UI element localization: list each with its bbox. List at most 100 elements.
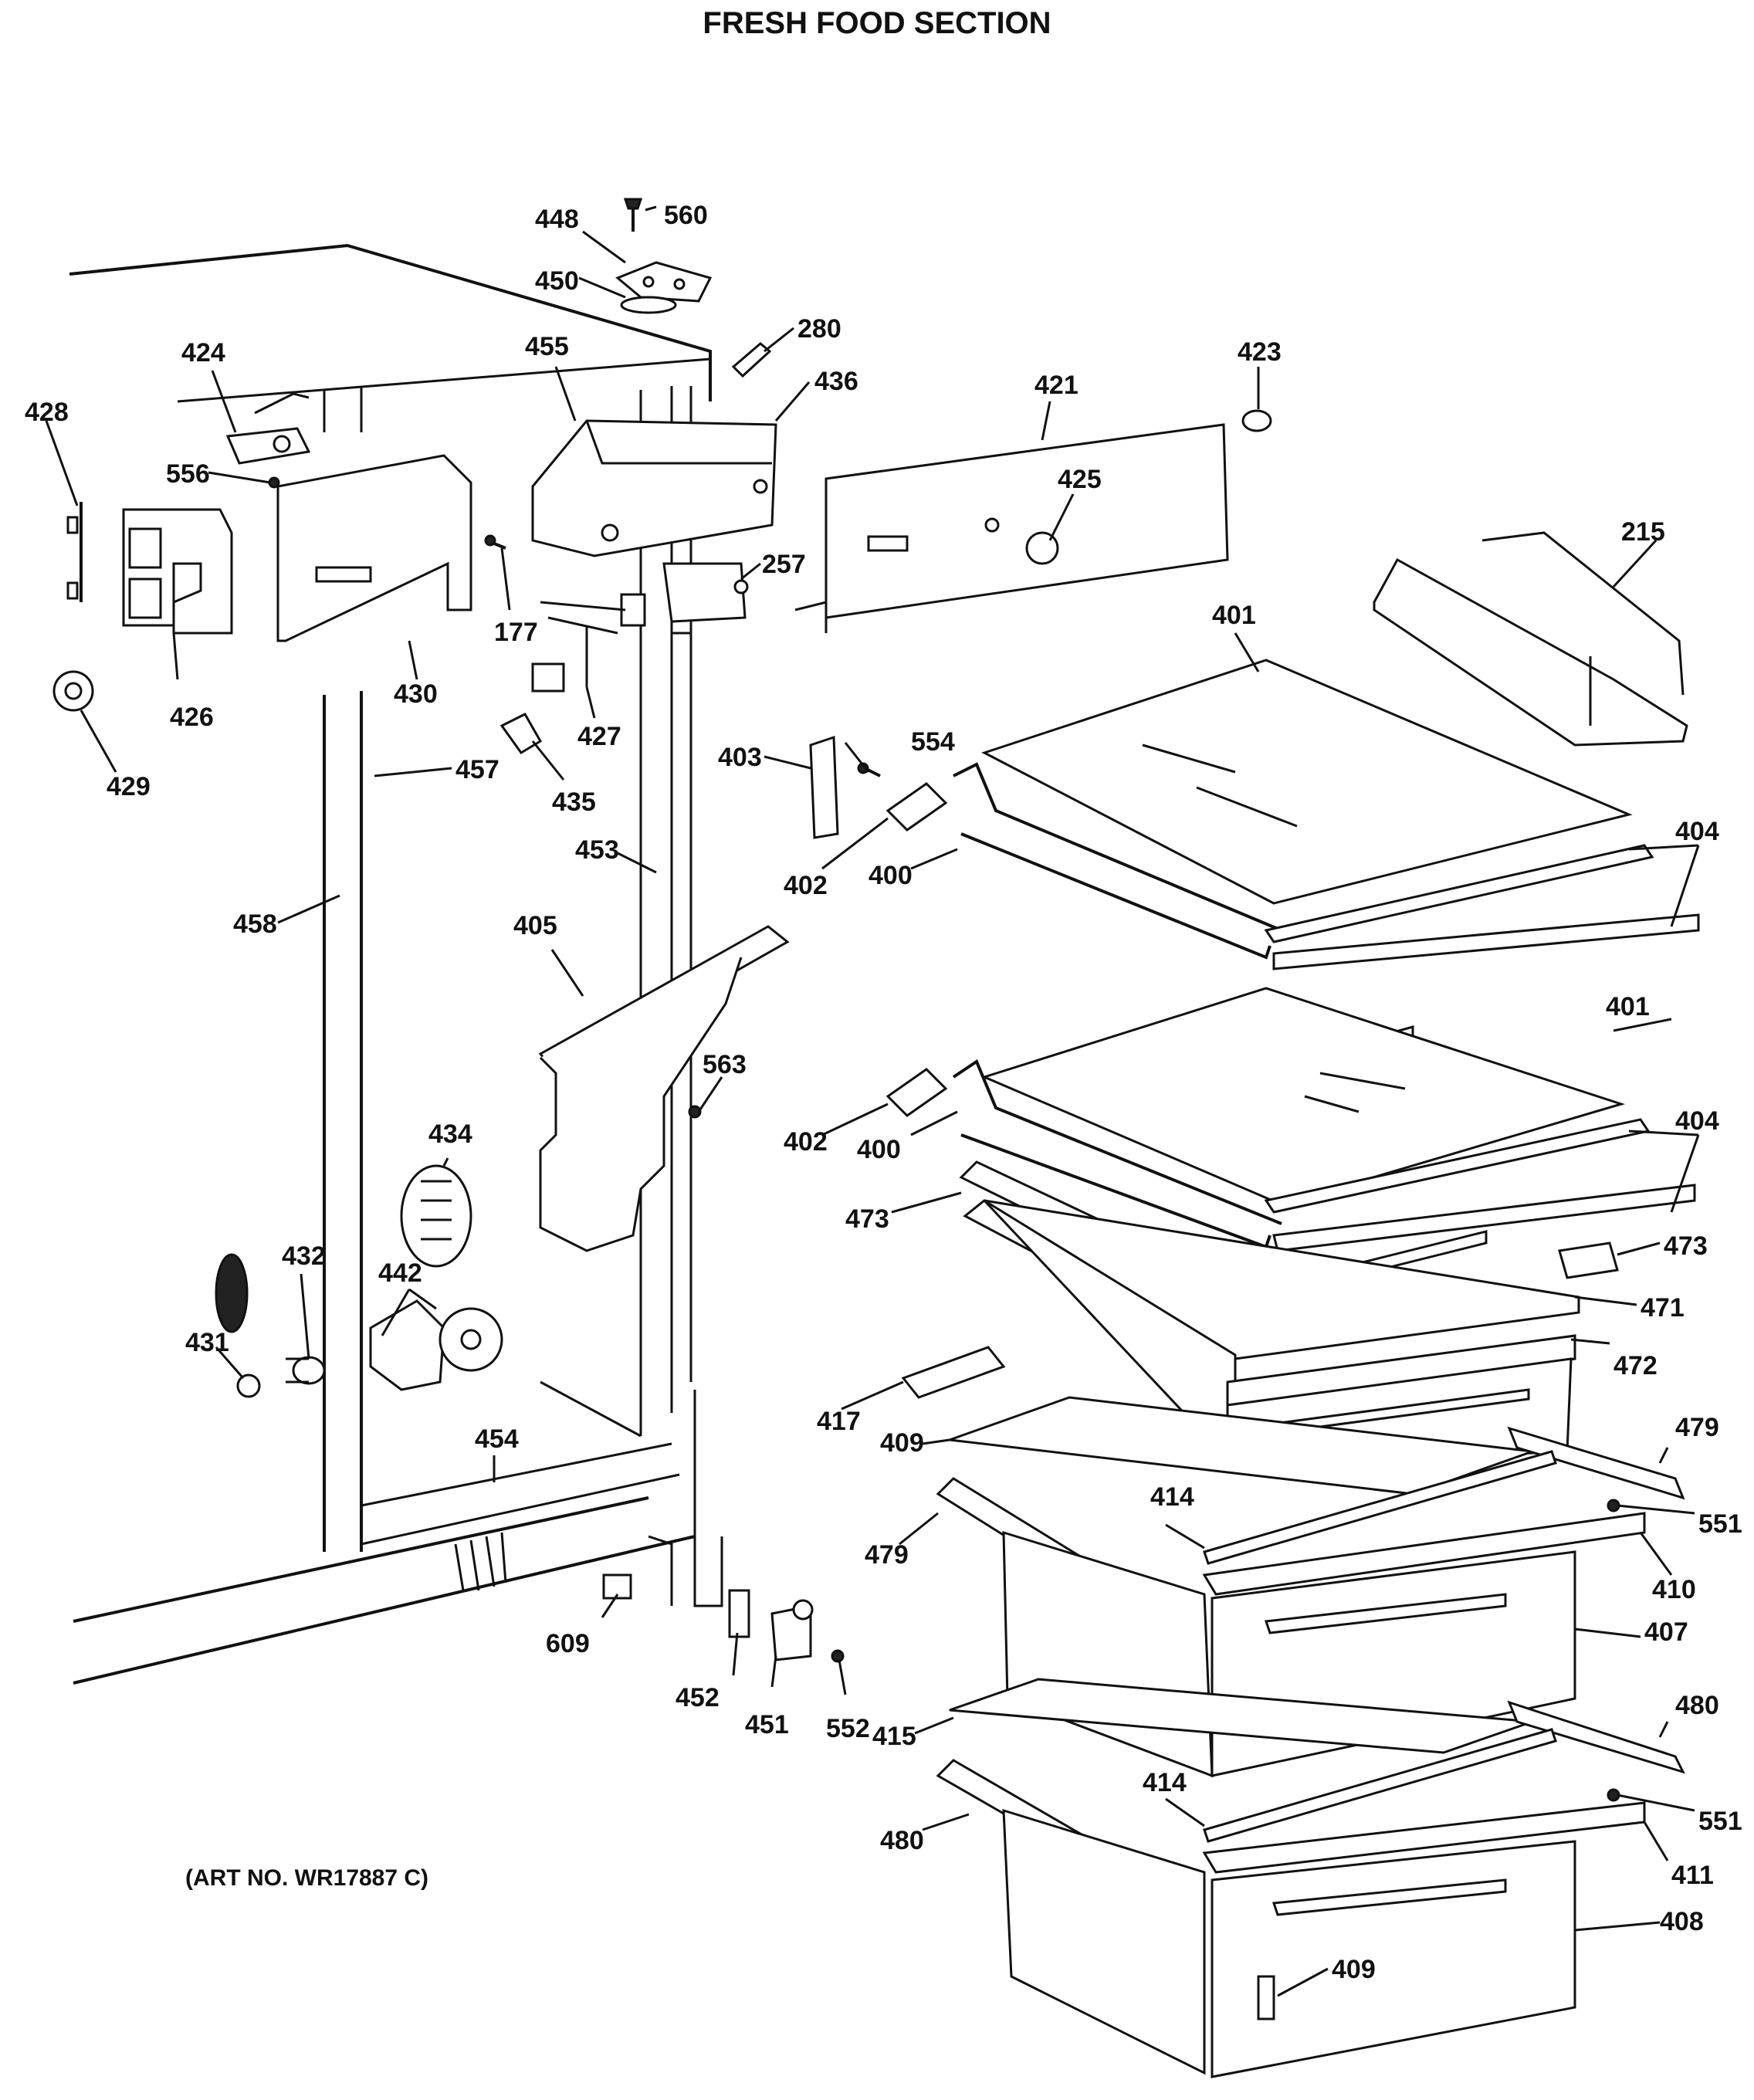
- callout-430: 430: [394, 679, 438, 709]
- callout-480-right: 480: [1675, 1691, 1719, 1720]
- callout-609: 609: [546, 1629, 590, 1658]
- callout-435: 435: [552, 788, 596, 817]
- callout-404-lower: 404: [1675, 1106, 1719, 1136]
- callout-455: 455: [525, 332, 569, 361]
- part-450-shim: [620, 296, 677, 314]
- callout-labels: 428 424 556 426 429 430 177 455 436 448 …: [25, 201, 1742, 1984]
- part-410-drawer-front: [1202, 1512, 1646, 1596]
- callout-551-upper: 551: [1698, 1509, 1742, 1539]
- part-401-glass-shelf-lower: [980, 987, 1626, 1206]
- callout-479-right: 479: [1675, 1413, 1719, 1442]
- part-424-thermostat: [225, 392, 311, 465]
- part-215-shelf-bin: [1373, 531, 1688, 747]
- callout-427: 427: [577, 722, 621, 751]
- part-402-bracket-lower: [885, 1068, 948, 1117]
- part-436-control-housing: [531, 419, 777, 557]
- callout-479-left: 479: [865, 1540, 909, 1570]
- callout-451: 451: [745, 1710, 789, 1739]
- part-425-knob: [1025, 531, 1059, 565]
- part-417-damper: [901, 1346, 1006, 1399]
- part-471-crisper-pan: [963, 1199, 1580, 1465]
- callout-556: 556: [166, 459, 210, 489]
- leader-lines: [45, 205, 1700, 1997]
- part-403-rail: [809, 735, 839, 839]
- part-427-harness: [531, 593, 646, 693]
- callout-280: 280: [797, 314, 841, 344]
- callout-448: 448: [535, 205, 579, 234]
- part-552-screw: [831, 1649, 845, 1663]
- callout-414-lower: 414: [1143, 1768, 1187, 1797]
- callout-480-left: 480: [880, 1826, 924, 1855]
- callout-425: 425: [1058, 465, 1102, 494]
- callout-454: 454: [475, 1424, 519, 1454]
- callout-400-lower: 400: [857, 1135, 901, 1164]
- part-480-slide-right: [1507, 1700, 1685, 1774]
- part-280-tube: [731, 342, 772, 378]
- part-551-screw-upper: [1607, 1499, 1620, 1512]
- callout-415: 415: [872, 1722, 916, 1751]
- part-408-drawer: [1002, 1808, 1576, 2078]
- part-414-trim-upper: [1203, 1450, 1557, 1565]
- callout-429: 429: [107, 772, 151, 801]
- part-430-cover: [276, 454, 472, 642]
- callout-472: 472: [1613, 1351, 1657, 1380]
- part-402-bracket-upper: [885, 782, 948, 832]
- callout-402-lower: 402: [784, 1127, 828, 1157]
- callout-452: 452: [676, 1683, 720, 1712]
- part-401-glass-shelf-upper: [981, 659, 1633, 905]
- callout-215: 215: [1621, 517, 1665, 547]
- callout-473-left: 473: [845, 1204, 889, 1234]
- callout-401-upper: 401: [1212, 601, 1256, 630]
- part-442-fan-assembly: [369, 1299, 503, 1391]
- part-400-shelf-frame-upper: [953, 762, 1282, 960]
- part-434-light-shield: [400, 1164, 472, 1268]
- callout-403: 403: [718, 743, 762, 772]
- part-473-clip: [1558, 1241, 1619, 1279]
- part-431-cap: [215, 1253, 261, 1398]
- callout-431: 431: [185, 1328, 229, 1357]
- part-428-heater: [66, 502, 83, 602]
- callout-551-lower: 551: [1698, 1807, 1742, 1836]
- callout-423: 423: [1238, 337, 1282, 367]
- callout-473-right: 473: [1664, 1231, 1708, 1261]
- callout-411: 411: [1671, 1861, 1714, 1890]
- part-177-screw: [484, 534, 506, 550]
- part-563-screw: [688, 1105, 702, 1119]
- callout-414-upper: 414: [1150, 1482, 1194, 1512]
- part-451-hinge-bottom: [770, 1599, 814, 1661]
- callout-417: 417: [817, 1407, 861, 1436]
- diagram-title: FRESH FOOD SECTION: [703, 6, 1051, 40]
- callout-408: 408: [1660, 1907, 1704, 1936]
- callout-409-bottom: 409: [1332, 1955, 1376, 1984]
- callout-458: 458: [233, 909, 277, 939]
- callout-457: 457: [455, 755, 499, 784]
- callout-402-upper: 402: [784, 871, 828, 900]
- callout-471: 471: [1641, 1293, 1685, 1323]
- part-414-trim-lower: [1203, 1728, 1557, 1843]
- part-551-screw-lower: [1607, 1788, 1620, 1802]
- cabinet-outline: [69, 243, 723, 1685]
- callout-453: 453: [575, 835, 619, 865]
- callout-407: 407: [1644, 1617, 1688, 1647]
- part-448-hinge-top: [615, 261, 713, 303]
- part-560-screw: [623, 198, 643, 232]
- part-429-fan-blade: [52, 670, 94, 712]
- callout-410: 410: [1652, 1575, 1696, 1604]
- callout-560: 560: [664, 201, 708, 230]
- callout-405: 405: [513, 911, 557, 940]
- part-479-slide-right: [1507, 1426, 1685, 1500]
- part-452-plate: [728, 1589, 750, 1638]
- part-257-timer: [662, 562, 749, 623]
- callout-409-top: 409: [880, 1428, 924, 1458]
- callout-421: 421: [1034, 371, 1078, 400]
- part-426-diffuser: [122, 508, 233, 635]
- callout-426: 426: [170, 703, 214, 732]
- part-423-bulb: [1241, 409, 1272, 432]
- part-435-light-socket: [499, 713, 543, 754]
- part-432-bushing: [286, 1356, 326, 1385]
- art-number: (ART NO. WR17887 C): [185, 1865, 429, 1891]
- callout-552: 552: [826, 1714, 870, 1743]
- callout-404-upper: 404: [1675, 817, 1719, 846]
- callout-450: 450: [535, 266, 579, 296]
